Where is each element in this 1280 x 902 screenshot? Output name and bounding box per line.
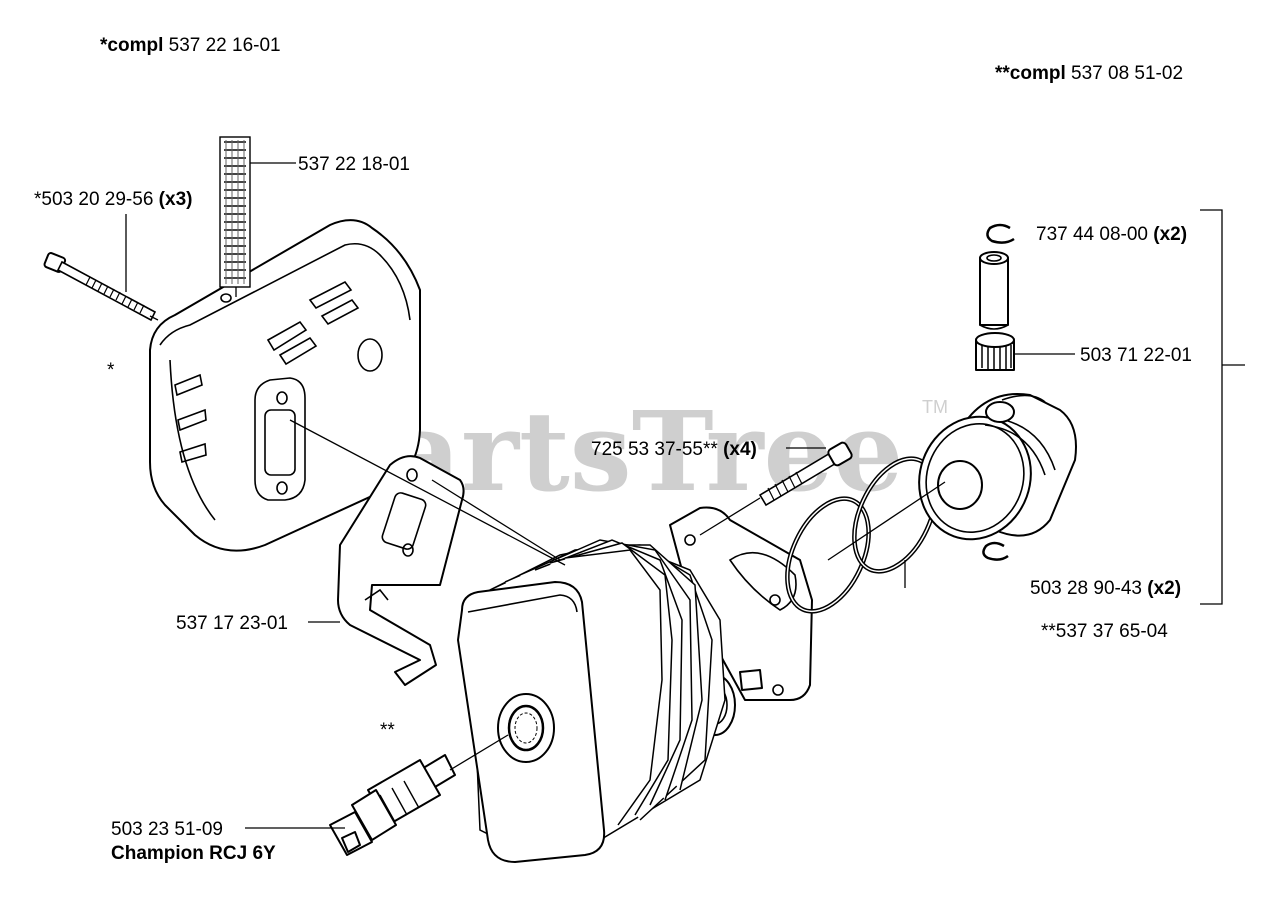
spark-plug-name: Champion RCJ 6Y [111, 843, 276, 864]
watermark-trademark: TM [922, 397, 948, 417]
compl-muffler-label: *compl 537 22 16-01 [100, 35, 281, 56]
circlip-bottom-drawing [982, 541, 1009, 561]
circlip-top-drawing [986, 223, 1015, 244]
compl-muffler-number: 537 22 16-01 [169, 35, 281, 56]
muffler-screw-label: *503 20 29-56 (x3) [34, 189, 192, 210]
spark-plug-part-number: 503 23 51-09 [111, 819, 223, 840]
needle-bearing-drawing [975, 332, 1015, 371]
cylinder-screw-qty: (x4) [723, 439, 757, 460]
compl-cylinder-number: 537 08 51-02 [1071, 63, 1183, 84]
needle-bearing-part-number: 503 71 22-01 [1080, 345, 1192, 366]
muffler-screw-drawing [43, 252, 157, 322]
piston-pin-drawing [979, 251, 1009, 330]
piston-ring-number: 503 28 90-43 [1030, 578, 1142, 599]
compl-cylinder-label: **compl 537 08 51-02 [995, 63, 1183, 84]
label-plate-part-number: 537 22 18-01 [298, 154, 410, 175]
cylinder-kit-marker: ** [380, 720, 395, 741]
label-plate-drawing [219, 136, 251, 303]
gasket-part-number: 537 17 23-01 [176, 613, 288, 634]
cylinder-screw-label: 725 53 37-55** (x4) [591, 439, 757, 460]
muffler-kit-marker: * [107, 360, 115, 381]
circlip-qty: (x2) [1153, 224, 1187, 245]
piston-rings-drawing [785, 456, 938, 614]
circlip-label: 737 44 08-00 (x2) [1036, 224, 1187, 245]
piston-ring-label: 503 28 90-43 (x2) [1030, 578, 1181, 599]
assembly-lines [149, 315, 946, 771]
piston-kit-part-number: **537 37 65-04 [1041, 621, 1168, 642]
leader-lines [125, 162, 1245, 829]
cylinder-screw-number: 725 53 37-55** [591, 439, 718, 460]
gasket-drawing [337, 455, 465, 686]
compl-muffler-prefix: *compl [100, 35, 163, 56]
muffler-screw-number: *503 20 29-56 [34, 189, 153, 210]
cylinder-screw-drawing [758, 441, 853, 507]
cylinder-drawing [457, 506, 813, 863]
piston-drawing [918, 393, 1077, 541]
spark-plug-drawing [329, 754, 456, 856]
compl-cylinder-prefix: **compl [995, 63, 1066, 84]
circlip-number: 737 44 08-00 [1036, 224, 1148, 245]
muffler-screw-qty: (x3) [159, 189, 193, 210]
piston-ring-qty: (x2) [1147, 578, 1181, 599]
